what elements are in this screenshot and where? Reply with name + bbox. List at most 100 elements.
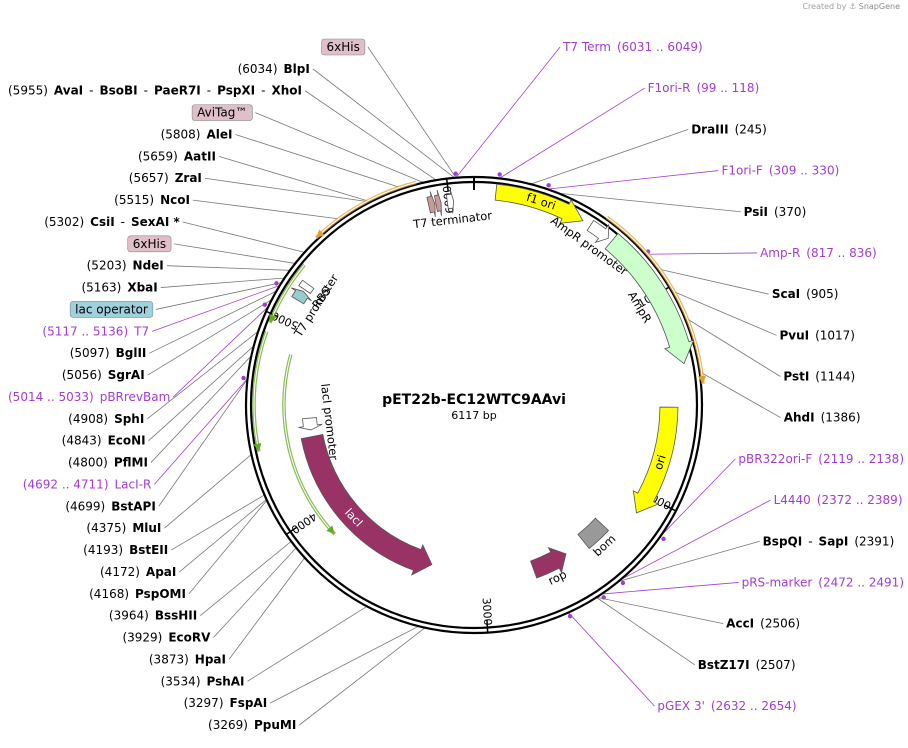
tick-label: 3000 [480,597,495,626]
leader-line [270,625,419,704]
leader-line [312,68,455,179]
green-arc-2-core [253,331,268,452]
green-arc-3-core [283,354,336,535]
credit-prefix: Created by [802,2,847,11]
site-position: (4908) [68,412,108,426]
site-position: (1017) [815,328,855,342]
feature-tag-lac-operator: lac operator [75,302,148,316]
primer-mark [497,172,502,177]
primer-6031-6049: (6031 .. 6049) [617,40,703,54]
enzyme-ecorv: EcoRV [168,631,211,645]
leader-line [601,582,739,595]
enzyme-bstapi: BstAPI [111,499,156,513]
feature-ampr [604,232,695,365]
site-position: - [808,534,812,548]
leader-line [568,612,655,707]
feature-rop [530,546,567,579]
leader-line [218,155,371,203]
leader-line [151,285,280,332]
site-position: (2391) [854,534,894,548]
primer-mark [567,613,573,619]
leader-line [659,458,736,537]
site-position: (2506) [760,617,800,631]
leader-line [299,627,426,726]
tick-mark [264,310,279,318]
primer-t7: T7 [133,324,149,338]
leader-lines [147,46,781,726]
enzyme-sphi: SphI [114,412,144,426]
leader-line [547,170,719,190]
primer-5117-5136: (5117 .. 5136) [42,324,128,338]
enzyme-paer7i: PaeR7I [154,84,201,98]
leader-line [147,299,273,376]
leader-line [367,46,457,178]
feature-rbs [298,279,315,295]
primer-mark [241,375,246,381]
feature-t7-terminator [445,189,455,214]
site-position: (5515) [114,193,154,207]
enzyme-hpai: HpaI [195,652,226,666]
site-position: - [144,84,148,98]
leader-line [154,378,248,485]
primer-prs-marker: pRS-marker [742,575,813,589]
primer-t7-term: T7 Term [562,40,611,54]
primer-laci-r: LacI-R [115,477,152,491]
enzyme-pspxi: PspXI [217,84,255,98]
enzyme-ncoi: NcoI [160,193,190,207]
site-position: (5302) [44,215,84,229]
leader-line [150,355,252,463]
enzyme-avai: AvaI [54,84,83,98]
enzyme-econi: EcoNI [108,434,146,448]
leader-line [213,547,297,638]
primer-l4440: L4440 [774,493,811,507]
site-position: (3929) [122,631,162,645]
site-position: (905) [806,287,838,301]
primer-817-836: (817 .. 836) [806,246,876,260]
leader-line [204,177,371,203]
enzyme-pflmi: PflMI [114,456,148,470]
primer-5014-5033: (5014 .. 5033) [8,390,94,404]
feature-laci [300,434,433,576]
enzyme-sgrai: SgrAI [108,368,145,382]
site-position: (3964) [109,609,149,623]
primer-mark [262,302,268,307]
leader-line [149,290,277,354]
leader-line [530,128,689,185]
leader-line [455,46,561,178]
site-position: (3297) [184,696,224,710]
site-position: - [89,84,93,98]
primer-mark [274,281,279,286]
site-position: (6034) [238,62,278,76]
enzyme-pspomi: PspOMI [135,587,186,601]
credit-brand: SnapGene [858,2,900,11]
orange-arc-2-core [606,216,704,384]
tick-mark [486,619,489,634]
plasmid-name: pET22b-EC12WTC9AAvi [382,392,566,408]
green-arc-2-head [253,442,262,452]
feature-tag-box [321,38,366,56]
primer-f1ori-r: F1ori-R [648,81,691,95]
enzyme-sexai: SexAI * [131,215,180,229]
primer-amp-r: Amp-R [760,246,800,260]
site-position: (3873) [149,652,189,666]
leader-line [645,252,758,255]
leader-line [179,499,267,573]
site-position: (4168) [89,587,129,601]
leader-line [171,494,265,551]
feature-laci-promoter [298,417,323,431]
site-position: (245) [735,122,767,136]
leader-line [684,316,781,377]
site-position: (5203) [87,259,127,273]
primer-arcs [252,180,707,536]
leader-line [166,265,291,271]
enzyme-aatii: AatII [184,149,216,163]
leader-line [199,540,292,616]
feature-bom [577,517,610,550]
leader-line [671,290,777,336]
site-position: (5163) [81,281,121,295]
leader-line [158,378,248,507]
feature-tag2 [433,190,442,216]
leader-line [160,277,285,288]
tick-mark [445,177,449,192]
